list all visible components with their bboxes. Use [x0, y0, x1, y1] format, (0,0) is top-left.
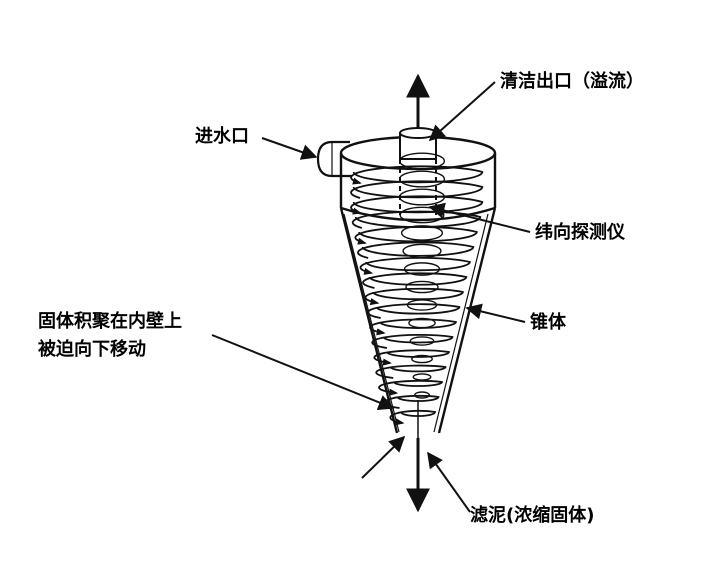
- inner-loop: [412, 373, 432, 381]
- apex-left-leader: [361, 435, 406, 479]
- inner-loop: [398, 152, 446, 170]
- spiral-loop: [350, 180, 484, 199]
- overflow-label: 清洁出口（溢流）: [500, 71, 644, 92]
- spiral-loop: [378, 379, 443, 396]
- spiral-loop: [389, 409, 436, 426]
- inner-loop: [409, 336, 435, 346]
- solids-leader: [211, 334, 395, 411]
- spiral-loop: [364, 287, 464, 306]
- spiral-loop: [383, 394, 440, 409]
- inner-loop: [405, 280, 439, 294]
- spiral-loop: [357, 241, 475, 259]
- spiral-loop: [373, 349, 450, 366]
- inner-vortex: [398, 152, 446, 399]
- spiral-loop: [351, 210, 482, 229]
- spiral-loop: [371, 334, 454, 349]
- spiral-loop: [362, 272, 468, 289]
- spiral-loop: [350, 195, 484, 215]
- probe-label: 纬向探测仪: [535, 222, 625, 243]
- spiral-loop: [359, 256, 471, 275]
- probe-leader: [428, 202, 531, 233]
- outer-spiral: [350, 165, 484, 426]
- spiral-loop: [350, 165, 484, 185]
- inlet-leader: [261, 137, 318, 160]
- inner-loop: [398, 170, 446, 188]
- solids-label-line1: 固体积聚在内壁上: [38, 311, 182, 332]
- underflow-leader: [427, 451, 471, 513]
- spiral-loop: [354, 226, 478, 245]
- inlet-label: 进水口: [195, 126, 249, 147]
- solids-label-line2: 被迫向下移动: [38, 339, 146, 360]
- overflow-leader: [428, 81, 496, 142]
- underflow-label: 滤泥(浓缩固体): [470, 505, 595, 526]
- inner-loop: [400, 225, 444, 241]
- cone-leader: [465, 303, 526, 323]
- spiral-loop: [366, 303, 461, 319]
- spiral-loop: [369, 318, 457, 336]
- spiral-loop: [375, 364, 447, 379]
- inner-loop: [411, 354, 433, 364]
- cone-label: 锥体: [530, 312, 566, 333]
